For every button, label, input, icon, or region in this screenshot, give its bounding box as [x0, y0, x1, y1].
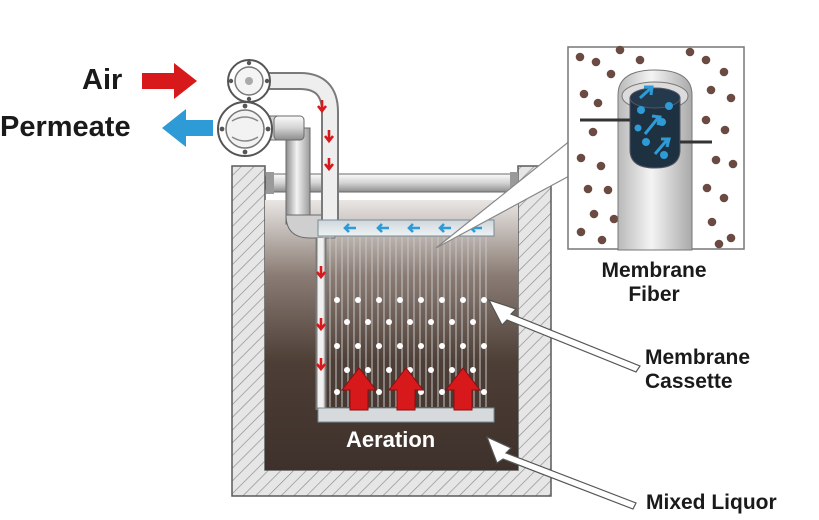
air-bubble	[439, 389, 445, 395]
membrane-fiber-label: Membrane Fiber	[584, 259, 724, 306]
mixed-liquor-particle	[593, 98, 603, 108]
mixed-liquor-particle	[596, 161, 606, 171]
mixed-liquor-particle	[606, 69, 616, 79]
mixed-liquor-particle	[714, 239, 724, 249]
air-bubble	[334, 343, 340, 349]
membrane-cassette-label-line1: Membrane	[645, 346, 751, 369]
mixed-liquor-particle	[701, 115, 711, 125]
mixed-liquor-particle	[685, 47, 695, 57]
air-bubble	[481, 389, 487, 395]
leader-lines	[485, 298, 641, 510]
mixed-liquor-particle	[728, 159, 738, 169]
air-bubble	[334, 297, 340, 303]
mixed-liquor-particle	[576, 227, 586, 237]
permeate-flow-arrow	[407, 223, 420, 233]
mixed-liquor-particle	[701, 55, 711, 65]
mixed-liquor-particle	[575, 52, 585, 62]
air-flow-arrow	[315, 266, 327, 280]
air-arrow	[142, 63, 197, 99]
permeate-flow-arrow	[343, 223, 356, 233]
mixed-liquor-particle	[726, 93, 736, 103]
membrane-fiber-label-line1: Membrane	[601, 259, 707, 282]
air-bubble	[428, 319, 434, 325]
membrane-fiber-inset	[435, 45, 745, 251]
air-bubble	[386, 367, 392, 373]
air-bubble	[418, 343, 424, 349]
mixed-liquor-particle	[726, 233, 736, 243]
air-bubble	[439, 343, 445, 349]
mixed-liquor-particle	[720, 125, 730, 135]
air-bubble	[449, 367, 455, 373]
air-bubble	[355, 343, 361, 349]
membrane-cassette-label-line2: Cassette	[645, 369, 733, 393]
air-bubble	[344, 319, 350, 325]
air-bubble	[344, 367, 350, 373]
mixed-liquor-particle	[579, 89, 589, 99]
membrane-fiber-label-line2: Fiber	[628, 282, 680, 306]
air-bubble	[397, 297, 403, 303]
permeate-flange	[217, 101, 273, 157]
mixed-liquor-particle	[635, 55, 645, 65]
mixed-liquor-particle	[719, 193, 729, 203]
mixed-liquor-label: Mixed Liquor	[646, 491, 777, 514]
mixed-liquor-particle	[707, 217, 717, 227]
air-bubble	[376, 343, 382, 349]
air-bubble	[365, 367, 371, 373]
mixed-liquor-particle	[589, 209, 599, 219]
air-bubble	[481, 297, 487, 303]
air-bubble	[481, 343, 487, 349]
air-flow-arrow	[315, 358, 327, 372]
air-flow-arrow	[323, 158, 335, 172]
mixed-liquor-particle	[583, 184, 593, 194]
mixed-liquor-particle	[702, 183, 712, 193]
air-bubble	[376, 297, 382, 303]
mixed-liquor-fill	[265, 200, 518, 470]
air-bubble	[397, 343, 403, 349]
air-bubble	[386, 319, 392, 325]
air-bubble	[407, 319, 413, 325]
air-bubble	[470, 367, 476, 373]
air-bubble	[428, 367, 434, 373]
mixed-liquor-particle	[591, 57, 601, 67]
air-label: Air	[82, 64, 123, 96]
air-bubble	[460, 343, 466, 349]
permeate-arrow	[162, 109, 213, 147]
air-bubble	[439, 297, 445, 303]
air-flow-arrows	[315, 100, 335, 372]
air-bubble	[418, 297, 424, 303]
air-bubble	[365, 319, 371, 325]
mixed-liquor-particle	[711, 155, 721, 165]
mixed-liquor-particle	[706, 85, 716, 95]
air-flow-arrow	[316, 100, 328, 114]
permeate-label: Permeate	[0, 111, 131, 143]
air-bubble	[470, 319, 476, 325]
air-bubble	[449, 319, 455, 325]
mixed-liquor-particle	[615, 45, 625, 55]
permeate-flow-arrow	[438, 223, 451, 233]
mixed-liquor-particle	[719, 67, 729, 77]
mixed-liquor-particle	[609, 214, 619, 224]
permeate-flow-arrow	[376, 223, 389, 233]
mixed-liquor-particle	[597, 235, 607, 245]
air-bubble	[376, 389, 382, 395]
membrane-cassette-label: Membrane Cassette	[645, 346, 750, 393]
air-flow-arrow	[315, 318, 327, 332]
air-bubble	[355, 297, 361, 303]
mixed-liquor-particle	[588, 127, 598, 137]
air-flow-arrow	[323, 130, 335, 144]
aeration-arrows	[340, 367, 482, 411]
air-bubble	[460, 297, 466, 303]
air-flange	[227, 59, 271, 103]
mixed-liquor-particle	[576, 153, 586, 163]
aeration-label: Aeration	[346, 427, 436, 452]
mixed-liquor-particle	[603, 185, 613, 195]
air-bubble	[334, 389, 340, 395]
